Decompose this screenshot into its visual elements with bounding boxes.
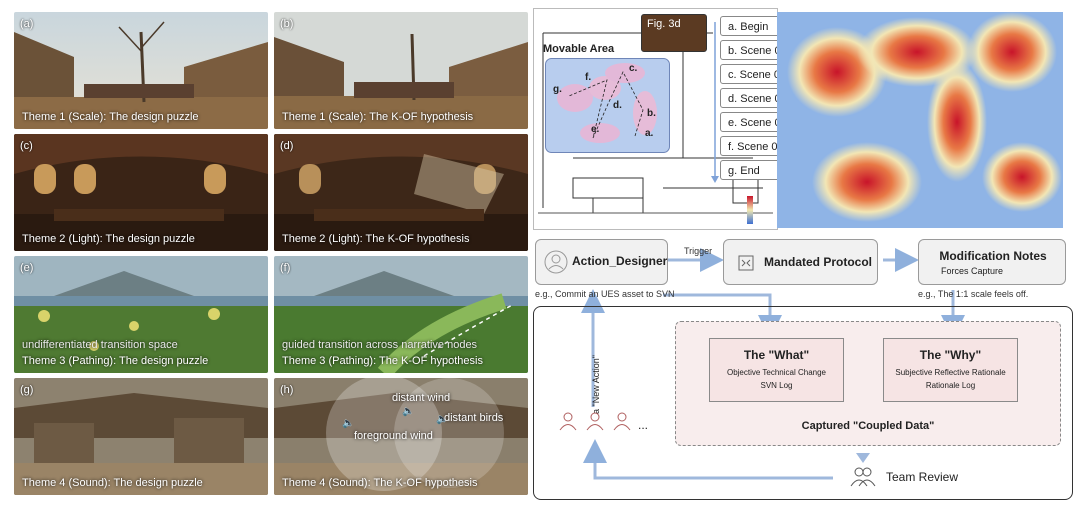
colorbar [747, 196, 753, 224]
notes-example: e.g., The 1:1 scale feels off. [918, 289, 1029, 299]
fig-3d-label: Fig. 3d [647, 18, 681, 30]
team-members [559, 412, 631, 431]
map-node-g: g. [553, 84, 562, 95]
panel-caption: Theme 2 (Light): The K-OF hypothesis [282, 233, 470, 245]
map-node-d: d. [613, 100, 622, 111]
panel-label: (b) [280, 18, 294, 30]
movable-area-title: Movable Area [543, 43, 615, 55]
new-action-label-wrap: a "New Action" [585, 330, 601, 414]
panel-caption: Theme 1 (Scale): The design puzzle [22, 111, 199, 123]
speaker-icon: 🔈 [342, 418, 355, 429]
tavern-yard-scene [14, 12, 268, 129]
person-icon [559, 412, 577, 431]
panel-label: (e) [20, 262, 34, 274]
sound-label-foreground: foreground wind [354, 430, 433, 442]
what-box: The "What" Objective Technical Change SV… [709, 338, 844, 402]
map-node-a: a. [645, 128, 654, 139]
team-ellipsis: ... [638, 418, 649, 432]
protocol-box: Mandated Protocol [723, 239, 878, 285]
panel-caption: Theme 3 (Pathing): The K-OF hypothesis [282, 355, 483, 367]
village-scene [14, 378, 268, 495]
panel-caption: Theme 2 (Light): The design puzzle [22, 233, 195, 245]
actor-box: Action_Designer [535, 239, 668, 285]
why-line2: Rationale Log [925, 381, 976, 390]
map-node-e: e. [591, 124, 600, 135]
trigger-label: Trigger [684, 246, 713, 256]
coupled-frame [533, 306, 1073, 500]
panel-label: (c) [20, 140, 33, 152]
tavern-interior-scene [274, 134, 528, 251]
panel-b: (b) Theme 1 (Scale): The K-OF hypothesis [274, 12, 528, 129]
floorplan-section: Movable Area g. f. c. d. b. e. a. Fig. 3… [533, 8, 1073, 230]
panel-e: (e) undifferentiated transition space Th… [14, 256, 268, 373]
protocol-icon [738, 255, 754, 271]
panel-label: (d) [280, 140, 294, 152]
panel-f: (f) guided transition across narrative n… [274, 256, 528, 373]
panel-h: (h) distant wind distant birds foregroun… [274, 378, 528, 495]
notes-subtitle: Forces Capture [941, 266, 1004, 276]
notes-title: Modification Notes [939, 249, 1047, 263]
tavern-yard-scene [274, 12, 528, 129]
coupled-data-label: Captured "Coupled Data" [801, 420, 935, 432]
what-title: The "What" [743, 348, 810, 362]
team-review-label: Team Review [886, 470, 959, 484]
new-action-label: a "New Action" [591, 355, 601, 414]
meadow-scene [14, 256, 268, 373]
user-icon [544, 250, 568, 274]
village-sound-scene [274, 378, 528, 495]
map-node-b: b. [647, 108, 656, 119]
protocol-label: Mandated Protocol [764, 255, 873, 269]
panel-label: (g) [20, 384, 34, 396]
meadow-scene [274, 256, 528, 373]
panel-label: (f) [280, 262, 291, 274]
sound-label-birds: distant birds [444, 412, 504, 424]
fig-3d-thumbnail: Fig. 3d [641, 14, 707, 52]
panel-caption: Theme 3 (Pathing): The design puzzle [22, 355, 209, 367]
panel-overlay-text: guided transition across narrative nodes [282, 339, 478, 351]
workflow-arrows [581, 248, 965, 480]
why-box: The "Why" Subjective Reflective Rational… [883, 338, 1018, 402]
heatmap [777, 12, 1063, 228]
sound-radius-circle [326, 378, 442, 491]
speaker-icon: 🔈 [402, 406, 415, 417]
panel-label: (h) [280, 384, 294, 396]
notes-box: Modification Notes Forces Capture [918, 239, 1066, 285]
movable-area-heatmap [545, 58, 670, 153]
what-line2: SVN Log [760, 381, 793, 390]
map-node-f: f. [585, 72, 592, 83]
panel-d: (d) Theme 2 (Light): The K-OF hypothesis [274, 134, 528, 251]
why-line1: Subjective Reflective Rationale [895, 368, 1006, 377]
tavern-interior-scene [14, 134, 268, 251]
person-icon [613, 412, 631, 431]
team-review-icon [850, 467, 876, 487]
panel-caption: Theme 1 (Scale): The K-OF hypothesis [282, 111, 474, 123]
panel-label: (a) [20, 18, 34, 30]
panel-overlay-text: undifferentiated transition space [22, 339, 178, 351]
scene-list-bracket [711, 22, 719, 183]
panel-g: (g) Theme 4 (Sound): The design puzzle [14, 378, 268, 495]
panel-caption: Theme 4 (Sound): The K-OF hypothesis [282, 477, 478, 489]
actor-label: Action_Designer [572, 254, 668, 268]
sound-radius-circle [394, 378, 504, 488]
panel-a: (a) Theme 1 (Scale): The design puzzle [14, 12, 268, 129]
map-node-c: c. [629, 63, 638, 74]
panel-caption: Theme 4 (Sound): The design puzzle [22, 477, 203, 489]
panel-c: (c) Theme 2 (Light): The design puzzle [14, 134, 268, 251]
speaker-icon: 🔈 [436, 414, 449, 425]
what-line1: Objective Technical Change [726, 368, 827, 377]
actor-example: e.g., Commit an UES asset to SVN [535, 289, 675, 299]
sound-label-wind: distant wind [392, 392, 451, 404]
person-icon [586, 412, 604, 431]
why-title: The "Why" [919, 348, 982, 362]
